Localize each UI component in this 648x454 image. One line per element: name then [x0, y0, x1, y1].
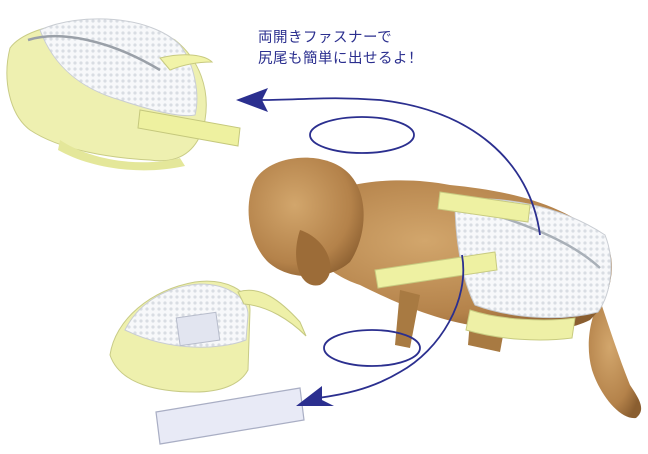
curled-arrow-left-icon: [261, 97, 541, 236]
dog-wearing-garment-photo: [248, 157, 642, 419]
garment-velcro-strap-photo: [109, 280, 307, 445]
curled-arrow-down-left-icon: [317, 254, 465, 399]
garment-tail-opening-photo: [6, 18, 241, 171]
caption-line-1: 両開きファスナーで: [258, 30, 393, 46]
arrowhead-lower-icon: [296, 386, 334, 406]
caption-line-2: 尻尾も簡単に出せるよ！: [258, 51, 423, 67]
arrowhead-upper-icon: [236, 88, 268, 112]
caption-text: 両開きファスナーで 尻尾も簡単に出せるよ！: [258, 28, 423, 70]
